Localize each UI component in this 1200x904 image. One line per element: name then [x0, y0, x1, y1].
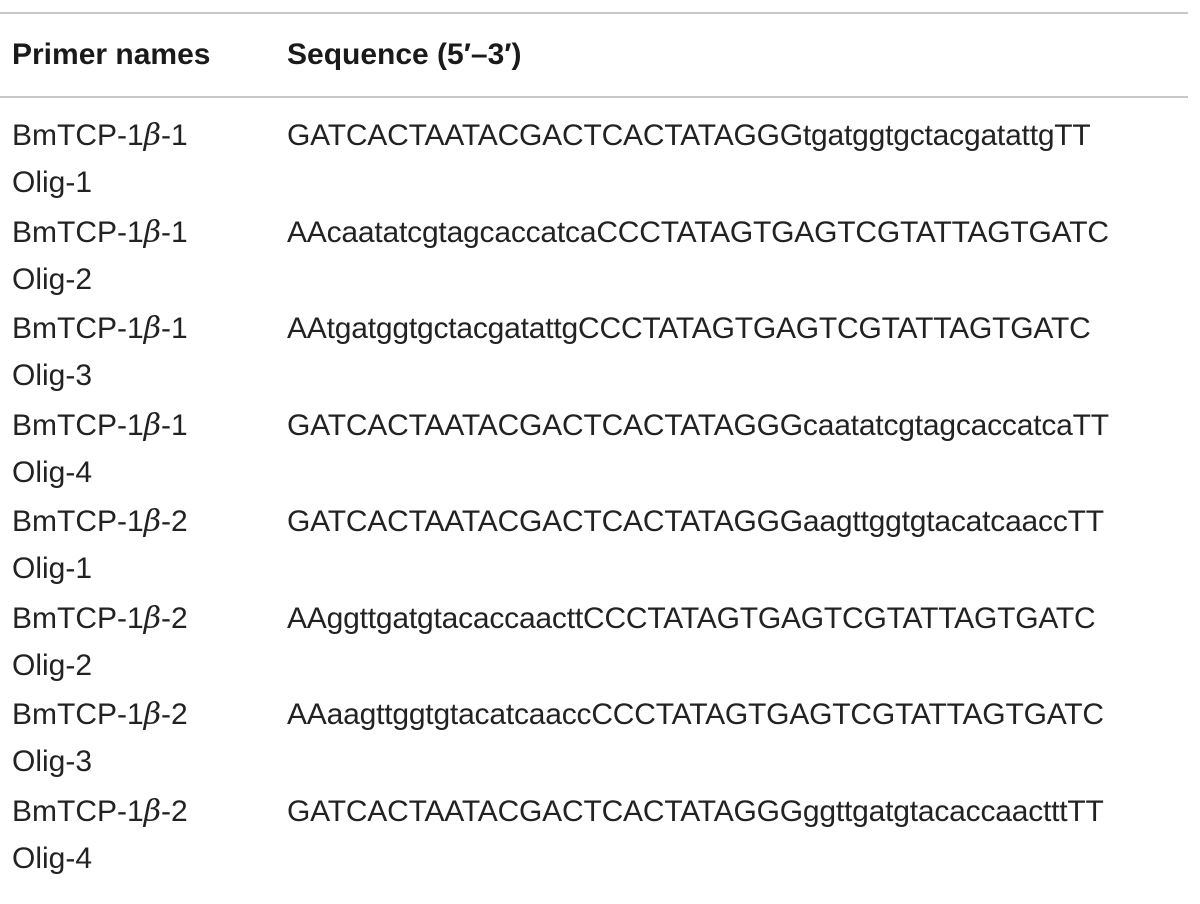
- primer-gene-beta: β: [143, 118, 162, 153]
- primer-sequence-cell: AAtgatggtgctacgatattgCCCTATAGTGAGTCGTATT…: [287, 312, 1091, 345]
- header-sequence: Sequence (5′–3′): [287, 38, 522, 71]
- primer-gene-beta: β: [143, 697, 162, 732]
- primer-olig-label: Olig-4: [12, 841, 93, 875]
- primer-gene-beta: β: [143, 311, 162, 346]
- primer-gene-beta: β: [143, 407, 162, 443]
- primer-olig-label: Olig-4: [12, 455, 93, 489]
- primer-olig-label: Olig-1: [12, 552, 93, 585]
- primer-olig-label: Olig-2: [12, 262, 93, 296]
- primer-sequence-cell: GATCACTAATACGACTCACTATAGGGtgatggtgctacga…: [287, 119, 1091, 152]
- primer-gene-prefix: BmTCP-1: [12, 698, 144, 731]
- table-header: Primer names Sequence (5′–3′): [0, 14, 1188, 98]
- primer-table: Primer names Sequence (5′–3′) BmTCP-1β-1…: [0, 12, 1188, 875]
- primer-gene-suffix: -2: [161, 698, 188, 731]
- primer-olig-label: Olig-3: [12, 359, 93, 392]
- primer-gene-suffix: -1: [161, 119, 188, 152]
- header-primer-names: Primer names: [12, 38, 211, 71]
- table-top-rule: [0, 12, 1188, 14]
- primer-gene-beta: β: [143, 600, 162, 636]
- primer-gene-prefix: BmTCP-1: [12, 505, 144, 538]
- primer-gene-suffix: -1: [161, 215, 188, 249]
- primer-sequence-cell: GATCACTAATACGACTCACTATAGGGcaatatcgtagcac…: [287, 408, 1109, 442]
- primer-olig-label: Olig-2: [12, 648, 93, 682]
- primer-gene-suffix: -2: [161, 505, 188, 538]
- primer-gene-prefix: BmTCP-1: [12, 408, 144, 442]
- primer-gene-prefix: BmTCP-1: [12, 119, 144, 152]
- primer-gene-suffix: -1: [161, 408, 188, 442]
- primer-sequence-cell: AAcaatatcgtagcaccatcaCCCTATAGTGAGTCGTATT…: [287, 215, 1109, 249]
- primer-gene-prefix: BmTCP-1: [12, 215, 144, 249]
- primer-gene-beta: β: [143, 504, 162, 539]
- primer-gene-suffix: -2: [161, 601, 188, 635]
- primer-gene-suffix: -1: [161, 312, 188, 345]
- primer-gene-prefix: BmTCP-1: [12, 794, 144, 828]
- primer-gene-prefix: BmTCP-1: [12, 601, 144, 635]
- primer-olig-label: Olig-1: [12, 166, 93, 199]
- primer-gene-beta: β: [143, 793, 162, 829]
- primer-gene-beta: β: [143, 214, 162, 250]
- primer-gene-suffix: -2: [161, 794, 188, 828]
- primer-sequence-cell: GATCACTAATACGACTCACTATAGGGggttgatgtacacc…: [287, 794, 1104, 828]
- primer-olig-label: Olig-3: [12, 745, 93, 778]
- primer-sequence-cell: GATCACTAATACGACTCACTATAGGGaagttggtgtacat…: [287, 505, 1104, 538]
- primer-gene-prefix: BmTCP-1: [12, 312, 144, 345]
- primer-sequence-cell: AAaagttggtgtacatcaaccCCCTATAGTGAGTCGTATT…: [287, 698, 1104, 731]
- primer-sequence-cell: AAggttgatgtacaccaacttCCCTATAGTGAGTCGTATT…: [287, 601, 1096, 635]
